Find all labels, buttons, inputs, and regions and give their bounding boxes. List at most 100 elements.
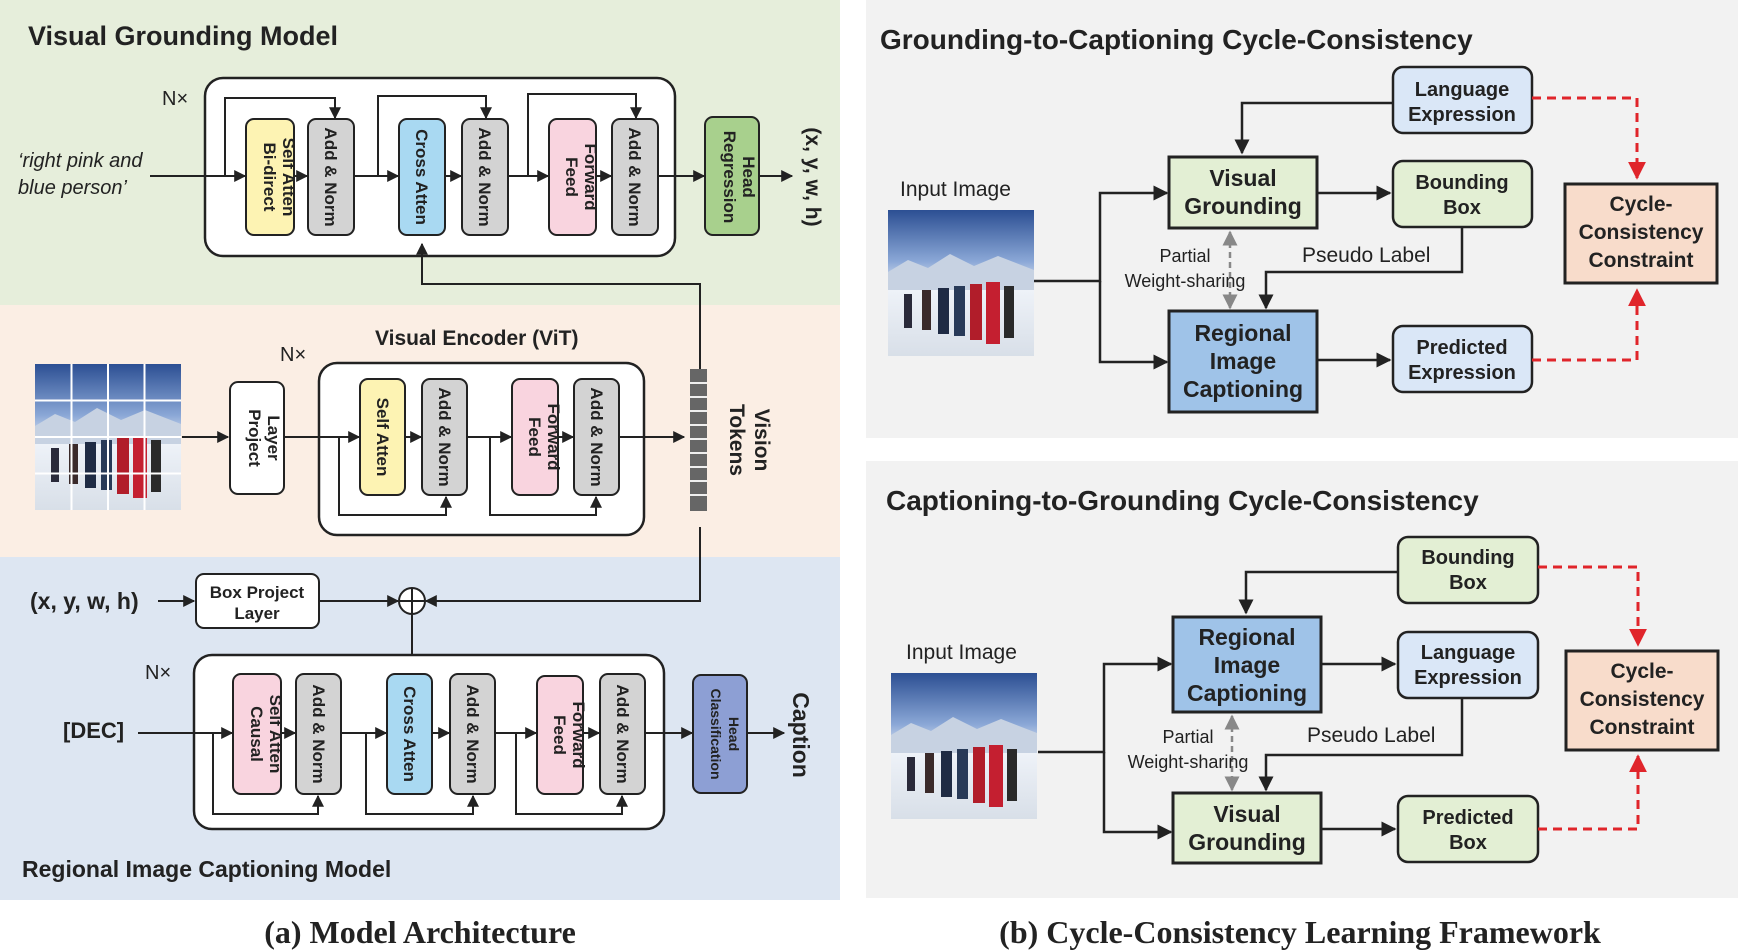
c2g-bounding-label: Bounding (1421, 547, 1514, 569)
g2c-vg-label-1: Visual (1209, 165, 1276, 191)
c2g-weight-sharing-label: Weight-sharing (1128, 752, 1249, 772)
c2g-predicted-label: Predicted (1422, 807, 1513, 829)
add-norm-block-2 (461, 118, 509, 236)
bi-direct-self-atten-block (245, 118, 295, 236)
c2g-cycle-label-1: Cycle- (1610, 660, 1673, 683)
g2c-cycle-label-3: Constraint (1589, 249, 1694, 272)
g2c-bounding-label: Bounding (1415, 172, 1508, 194)
cap-forward-label: Forward (569, 701, 588, 768)
encoder-add-norm-label-1: Add & Norm (435, 387, 454, 486)
cap-add-norm-block-3 (599, 673, 646, 795)
causal-label: Causal (247, 706, 266, 762)
self-atten-block (359, 378, 406, 496)
c2g-box-label: Box (1449, 572, 1487, 594)
c2g-title: Captioning-to-Grounding Cycle-Consistenc… (886, 485, 1479, 516)
g2c-ric-label-2: Image (1210, 348, 1276, 374)
c2g-input-label: Input Image (906, 641, 1017, 664)
g2c-visual-grounding-box (1167, 155, 1319, 230)
bi-direct-label: Bi-direct (260, 143, 279, 212)
c2g-partial-label: Partial (1162, 727, 1213, 747)
layer-label: Layer (264, 415, 283, 461)
c2g-expression-label: Expression (1414, 667, 1522, 689)
g2c-pseudo-label: Pseudo Label (1302, 244, 1430, 267)
dec-input: [DEC] (63, 718, 124, 743)
c2g-vg-label-1: Visual (1213, 801, 1280, 827)
cap-add-norm-label-3: Add & Norm (613, 684, 632, 783)
add-norm-label-2: Add & Norm (475, 127, 494, 226)
cross-atten-block (398, 118, 446, 236)
cap-add-norm-block-1 (295, 673, 342, 795)
g2c-box-label: Box (1443, 197, 1481, 219)
encoder-title: Visual Encoder (ViT) (375, 327, 578, 350)
encoder-repeat: N× (280, 344, 306, 366)
vision-tokens-bar (690, 369, 707, 511)
c2g-ric-label-3: Captioning (1187, 680, 1307, 706)
cap-add-norm-label-2: Add & Norm (463, 684, 482, 783)
forward-label: Forward (581, 143, 600, 210)
c2g-dashed-top (1538, 565, 1647, 647)
g2c-ric-label-3: Captioning (1183, 376, 1303, 402)
grounding-input-line2: blue person’ (18, 177, 128, 199)
g2c-cycle-constraint-box (1563, 182, 1719, 285)
head-label: Head (739, 156, 758, 198)
box-layer-label: Layer (234, 604, 280, 623)
g2c-dashed-top (1532, 96, 1646, 180)
c2g-ric-label-2: Image (1214, 652, 1280, 678)
add-norm-label-3: Add & Norm (625, 127, 644, 226)
g2c-language-label: Language (1415, 79, 1509, 101)
g2c-partial-label: Partial (1159, 246, 1210, 266)
regression-label: Regression (720, 131, 739, 224)
c2g-cycle-label-3: Constraint (1590, 716, 1695, 739)
classification-head-label: Head (726, 717, 742, 751)
c2g-visual-grounding-box (1171, 791, 1323, 865)
feed-label: Feed (562, 157, 581, 197)
add-norm-label-1: Add & Norm (321, 127, 340, 226)
c2g-input-image (891, 673, 1037, 819)
cross-atten-label: Cross Atten (412, 129, 431, 225)
g2c-predicted-label: Predicted (1416, 337, 1507, 359)
add-norm-block-3 (611, 118, 659, 236)
cap-add-norm-label-1: Add & Norm (309, 684, 328, 783)
box-project-label: Box Project (210, 583, 305, 602)
c2g-vg-label-2: Grounding (1188, 829, 1306, 855)
caption-output: Caption (788, 692, 814, 778)
encoder-self-atten-label: Self Atten (373, 398, 392, 477)
classification-head-block (692, 674, 748, 794)
grounding-title: Visual Grounding Model (28, 21, 338, 51)
g2c-cycle-label-1: Cycle- (1609, 193, 1672, 216)
g2c-pred-expression-label: Expression (1408, 362, 1516, 384)
encoder-feed-label: Feed (525, 417, 544, 457)
g2c-input-image (888, 210, 1034, 356)
causal-self-atten-block (232, 673, 282, 795)
cap-add-norm-block-2 (449, 673, 496, 795)
g2c-ric-label-1: Regional (1194, 320, 1291, 346)
g2c-language-expression-box (1391, 65, 1534, 135)
add-fusion-icon (398, 587, 426, 615)
grounding-output: (x, y, w, h) (801, 127, 824, 226)
captioning-repeat: N× (145, 662, 171, 684)
g2c-dashed-bottom (1532, 288, 1646, 362)
input-image-patched (35, 364, 181, 510)
grounding-input-line1: ‘right pink and (18, 150, 143, 172)
c2g-language-label: Language (1421, 642, 1515, 664)
encoder-feed-forward-block (511, 378, 559, 496)
g2c-regional-captioning-box (1167, 309, 1319, 414)
feed-forward-block (548, 118, 597, 236)
encoder-add-norm-block-2 (573, 378, 620, 496)
causal-self-atten-label: Self Atten (266, 695, 285, 774)
c2g-regional-captioning-box (1171, 615, 1323, 714)
c2g-pseudo-label: Pseudo Label (1307, 724, 1435, 747)
c2g-bounding-box-box (1396, 535, 1540, 605)
g2c-weight-sharing-label: Weight-sharing (1125, 271, 1246, 291)
c2g-ric-label-1: Regional (1198, 624, 1295, 650)
classification-label: Classification (708, 688, 724, 779)
encoder-forward-label: Forward (544, 403, 563, 470)
g2c-input-label: Input Image (900, 178, 1011, 201)
left-caption: (a) Model Architecture (264, 914, 576, 950)
c2g-language-expression-box (1396, 630, 1540, 700)
c2g-cycle-label-2: Consistency (1580, 688, 1705, 711)
add-norm-block-1 (307, 118, 355, 236)
g2c-expression-label: Expression (1408, 104, 1516, 126)
c2g-pred-box-label: Box (1449, 832, 1487, 854)
